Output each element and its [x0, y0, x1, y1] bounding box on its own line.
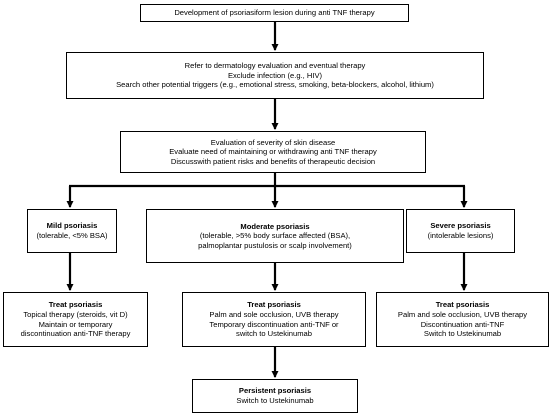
treat-mild-line-2: Maintain or temporary — [38, 319, 113, 329]
treat-moderate-title: Treat psoriasis — [247, 300, 301, 310]
development-box: Development of psoriasiform lesion durin… — [140, 4, 409, 22]
treat-mild-line-3: discontinuation anti-TNF therapy — [20, 329, 131, 339]
mild-title: Mild psoriasis — [46, 221, 98, 231]
persistent-line-1: Switch to Ustekinumab — [236, 396, 314, 405]
treat-severe-box: Treat psoriasis Palm and sole occlusion,… — [376, 292, 549, 347]
refer-box: Refer to dermatology evaluation and even… — [66, 52, 484, 99]
evaluation-line-2: Evaluate need of maintaining or withdraw… — [169, 147, 377, 157]
treat-moderate-line-3: switch to Ustekinumab — [236, 329, 312, 339]
refer-line-3: Search other potential triggers (e.g., e… — [116, 80, 434, 90]
severe-line-1: (intolerable lesions) — [427, 231, 494, 240]
treat-mild-title: Treat psoriasis — [48, 300, 103, 310]
evaluation-line-3: Discusswith patient risks and benefits o… — [170, 156, 376, 166]
treat-severe-title: Treat psoriasis — [435, 300, 490, 310]
mild-line-1: (tolerable, <5% BSA) — [36, 231, 108, 240]
refer-line-1: Refer to dermatology evaluation and even… — [184, 61, 366, 71]
treat-moderate-line-2: Temporary discontinuation anti-TNF or — [209, 319, 339, 329]
moderate-psoriasis-box: Moderate psoriasis (tolerable, >5% body … — [146, 209, 404, 263]
treat-moderate-line-1: Palm and sole occlusion, UVB therapy — [209, 309, 339, 319]
severe-psoriasis-box: Severe psoriasis (intolerable lesions) — [406, 209, 515, 253]
treat-severe-line-1: Palm and sole occlusion, UVB therapy — [397, 309, 528, 319]
persistent-psoriasis-box: Persistent psoriasis Switch to Ustekinum… — [192, 379, 358, 413]
moderate-line-1: (tolerable, >5% body surface affected (B… — [199, 231, 351, 241]
development-text: Development of psoriasiform lesion durin… — [174, 8, 375, 18]
treat-severe-line-2: Discontinuation anti-TNF — [420, 319, 505, 329]
treat-mild-line-1: Topical therapy (steroids, vit D) — [23, 309, 128, 319]
mild-psoriasis-box: Mild psoriasis (tolerable, <5% BSA) — [27, 209, 117, 253]
severe-title: Severe psoriasis — [430, 221, 491, 231]
evaluation-line-1: Evaluation of severity of skin disease — [210, 137, 336, 147]
treat-moderate-box: Treat psoriasis Palm and sole occlusion,… — [182, 292, 366, 347]
treat-mild-box: Treat psoriasis Topical therapy (steroid… — [3, 292, 148, 347]
refer-line-2: Exclude infection (e.g., HIV) — [227, 70, 323, 80]
moderate-title: Moderate psoriasis — [240, 221, 310, 231]
treat-severe-line-3: Switch to Ustekinumab — [423, 329, 502, 339]
moderate-line-2: palmoplantar pustulosis or scalp involve… — [198, 240, 352, 250]
persistent-title: Persistent psoriasis — [238, 386, 312, 396]
evaluation-box: Evaluation of severity of skin disease E… — [120, 131, 426, 173]
